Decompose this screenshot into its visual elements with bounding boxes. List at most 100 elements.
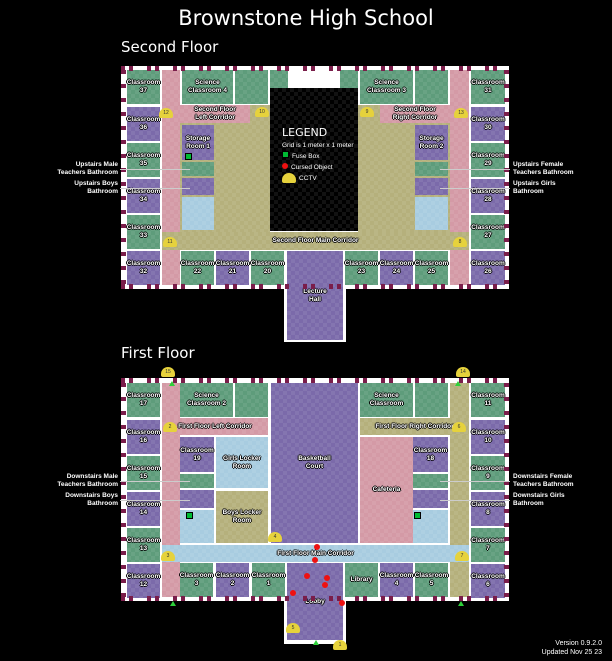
fuse-box-icon[interactable] [185, 153, 192, 160]
cctv-camera-icon: 9 [360, 107, 374, 117]
room-first_floor-c3[interactable]: Classroom 3 [180, 563, 213, 597]
room-second_floor-c33[interactable]: Classroom 33 [127, 215, 160, 249]
room-first_floor-c6[interactable]: Classroom 6 [471, 564, 505, 598]
exit-marker-icon [458, 601, 464, 606]
room-label: Classroom 26 [471, 260, 505, 275]
room-second_floor-maincorr[interactable]: Second Floor Main Corridor [162, 232, 469, 250]
room-second_floor-c27[interactable]: Classroom 27 [471, 215, 505, 249]
room-second_floor-c30[interactable]: Classroom 30 [471, 107, 505, 141]
room-first_floor-sci2[interactable]: Science Classroom 2 [180, 383, 233, 417]
room-second_floor-c28[interactable]: Classroom 28 [471, 179, 505, 213]
room-second_floor-c26[interactable]: Classroom 26 [471, 251, 505, 285]
room-second_floor-c24[interactable]: Classroom 24 [380, 251, 413, 285]
room-label: Classroom 27 [471, 224, 505, 239]
window-strip [504, 383, 509, 597]
room-label: Classroom 13 [126, 537, 161, 552]
room-second_floor-rightcorr[interactable]: Second Floor Right Corridor [380, 105, 450, 123]
room-first_floor-c2[interactable]: Classroom 2 [216, 563, 249, 597]
female-teachers-bathroom [413, 474, 448, 488]
room-second_floor-sci3[interactable]: Science Classroom 3 [360, 70, 413, 104]
room-first_floor-c5[interactable]: Classroom 5 [415, 563, 448, 597]
room-first_floor-c14[interactable]: Classroom 14 [127, 492, 160, 526]
room-second_floor-c25[interactable]: Classroom 25 [415, 251, 448, 285]
room-first_floor-c16[interactable]: Classroom 16 [127, 420, 160, 454]
room-second_floor-c32[interactable]: Classroom 32 [127, 251, 160, 285]
first-floor-title: First Floor [121, 344, 195, 362]
room-second_floor-lecture[interactable]: Lecture Hall [287, 251, 343, 340]
room-first_floor-c7[interactable]: Classroom 7 [471, 528, 505, 562]
room-first_floor-rightcorr[interactable]: First Floor Right Corridor [360, 418, 469, 435]
room-second_floor-sci4[interactable]: Science Classroom 4 [182, 70, 233, 104]
room-first_floor-sci[interactable]: Science Classroom [360, 383, 413, 417]
legend-area [270, 88, 358, 231]
room-second_floor-st2[interactable]: Storage Room 2 [415, 125, 448, 160]
right-khaki-corridor [450, 383, 469, 597]
room-label: Science Classroom 4 [187, 79, 228, 94]
girls-bathroom [413, 490, 448, 508]
room-first_floor-girls[interactable]: Girls Locker Room [216, 437, 268, 488]
room-second_floor-st1[interactable]: Storage Room 1 [182, 125, 214, 160]
pointer-line [440, 481, 510, 482]
window-strip [121, 383, 126, 597]
male-teachers-bathroom [182, 162, 214, 176]
cctv-camera-icon: 14 [456, 367, 470, 377]
cursed-object-icon[interactable] [304, 573, 310, 579]
room-label: Classroom 14 [126, 501, 161, 516]
cursed-object-icon[interactable] [312, 557, 318, 563]
room-label: Classroom 37 [126, 79, 161, 94]
room-label: Second Floor Left Corridor [194, 106, 236, 121]
cursed-object-icon[interactable] [290, 590, 296, 596]
cursed-object-icon[interactable] [324, 575, 330, 581]
room-first_floor-c12[interactable]: Classroom 12 [127, 564, 160, 598]
room-first_floor-court[interactable]: Basketball Court [271, 383, 358, 543]
room-second_floor-c20[interactable]: Classroom 20 [251, 251, 284, 285]
window-strip [121, 378, 509, 383]
pointer-line [440, 500, 510, 501]
cursed-object-icon[interactable] [314, 544, 320, 550]
cursed-object-icon[interactable] [322, 582, 328, 588]
room-first_floor-c1[interactable]: Classroom 1 [252, 563, 285, 597]
fuse-box-icon[interactable] [414, 512, 421, 519]
room-label: Science Classroom [369, 392, 404, 407]
room-first_floor-library[interactable]: Library [345, 563, 378, 597]
room-first_floor-c9[interactable]: Classroom 9 [471, 456, 505, 490]
room-second_floor-c21[interactable]: Classroom 21 [216, 251, 249, 285]
room-first_floor-c13[interactable]: Classroom 13 [127, 528, 160, 562]
room-second_floor-c23[interactable]: Classroom 23 [345, 251, 378, 285]
room-label: Classroom 4 [379, 572, 414, 587]
room-first_floor-c4[interactable]: Classroom 4 [380, 563, 413, 597]
room-second_floor-c35[interactable]: Classroom 35 [127, 143, 160, 177]
window-strip [121, 596, 509, 601]
legend-cctv: CCTV [299, 175, 317, 182]
room-second_floor-c29[interactable]: Classroom 29 [471, 143, 505, 177]
room-label: First Floor Main Corridor [277, 549, 354, 557]
room-first_floor-c17[interactable]: Classroom 17 [127, 383, 160, 417]
room-second_floor-leftcorr[interactable]: Second Floor Left Corridor [180, 105, 250, 123]
room-first_floor-maincorr[interactable]: First Floor Main Corridor [162, 545, 469, 562]
room-first_floor-c8[interactable]: Classroom 8 [471, 492, 505, 526]
room-first_floor-c15[interactable]: Classroom 15 [127, 456, 160, 490]
room-second_floor-c37[interactable]: Classroom 37 [127, 70, 160, 104]
side-label-boys: Upstairs Boys Bathroom [74, 180, 118, 195]
room-first_floor-boys[interactable]: Boys Locker Room [216, 491, 268, 543]
room-second_floor-c31[interactable]: Classroom 31 [471, 70, 505, 104]
fuse-box-icon[interactable] [186, 512, 193, 519]
room-label: Classroom 24 [379, 260, 414, 275]
pointer-line [440, 188, 510, 189]
room-first_floor-c19[interactable]: Classroom 19 [180, 437, 214, 472]
room-first_floor-c11[interactable]: Classroom 11 [471, 383, 505, 417]
room-first_floor-c18[interactable]: Classroom 18 [413, 437, 448, 472]
cctv-camera-icon: 11 [163, 237, 177, 247]
room-label: Library [350, 576, 373, 583]
room-label: Storage Room 2 [419, 134, 444, 150]
room-second_floor-c36[interactable]: Classroom 36 [127, 107, 160, 141]
room-second_floor-c34[interactable]: Classroom 34 [127, 179, 160, 213]
room-first_floor-cafe[interactable]: Cafeteria [360, 437, 413, 543]
pointer-line [120, 500, 190, 501]
window-strip [121, 70, 126, 284]
room-first_floor-c10[interactable]: Classroom 10 [471, 420, 505, 454]
room-second_floor-c22[interactable]: Classroom 22 [181, 251, 214, 285]
cursed-object-icon[interactable] [339, 600, 345, 606]
room-first_floor-leftcorr[interactable]: First Floor Left Corridor [162, 418, 268, 435]
room-label: Classroom 19 [180, 446, 214, 462]
